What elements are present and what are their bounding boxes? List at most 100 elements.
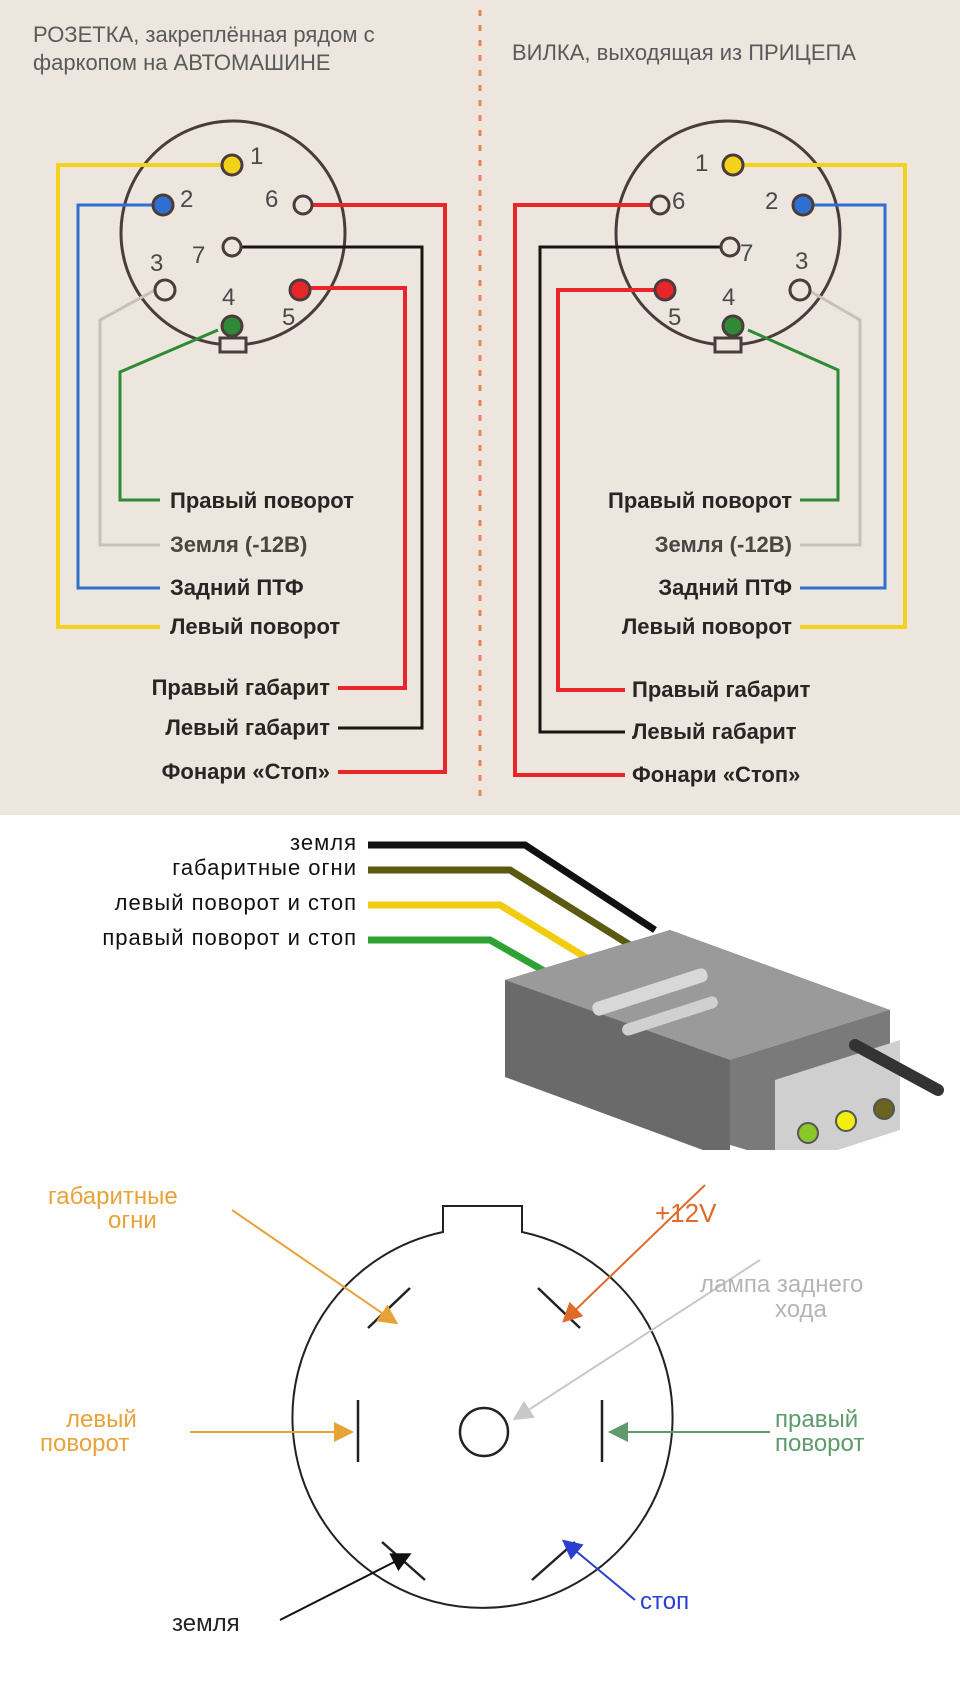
right-pin-1 [721, 153, 745, 177]
four-pin-connector-illustration [368, 841, 944, 1150]
pinout-photo-panel: РОЗЕТКА, закреплённая рядом с фаркопом н… [0, 0, 960, 815]
right-wire-red-6 [513, 203, 658, 777]
left-wire-yellow [56, 163, 228, 629]
right-wire-yellow [735, 163, 907, 629]
label-reverse-lamp-2: хода [775, 1296, 827, 1323]
right-label-left-turn: Левый поворот [621, 614, 792, 639]
left-label-right-turn: Правый поворот [170, 488, 354, 513]
left-pin-5 [288, 278, 312, 302]
left-pin-3 [153, 278, 177, 302]
wire-olive [368, 866, 632, 948]
right-wire-blue [800, 203, 887, 590]
connector-highlight-1 [592, 968, 708, 1016]
left-pin-6 [292, 194, 314, 216]
right-pin-num-1: 1 [695, 150, 709, 177]
right-pin-3 [788, 278, 812, 302]
label-left-turn-1: левый [66, 1406, 137, 1433]
connector-body-top [505, 930, 890, 1060]
left-pin-4 [220, 314, 244, 338]
right-label-left-marker: Левый габарит [632, 719, 797, 744]
label-left-turn-2: поворот [40, 1430, 130, 1457]
right-label-right-marker: Правый габарит [632, 677, 811, 702]
slot-lower-left [381, 1541, 426, 1581]
label-parking-lights-2: огни [108, 1207, 157, 1234]
socket-outline [291, 1205, 674, 1609]
right-pin-num-7: 7 [740, 240, 754, 267]
right-socket-outline [614, 119, 842, 347]
left-label-stop: Фонари «Стоп» [161, 759, 330, 784]
right-pin-num-2: 2 [765, 188, 779, 215]
left-header-line2: фаркопом на АВТОМАШИНЕ [33, 50, 331, 75]
slot-upper-right [537, 1287, 581, 1329]
right-label-rear-fog: Задний ПТФ [658, 575, 792, 600]
left-label-right-marker: Правый габарит [151, 675, 330, 700]
label-parking-lights-1: габаритные [48, 1183, 178, 1210]
right-wire-black [538, 245, 730, 734]
right-pin-num-6: 6 [672, 188, 686, 215]
connector-label-right-turn-stop: правый поворот и стоп [102, 925, 357, 950]
arrow-plus12 [562, 1184, 706, 1323]
left-pin-7 [221, 236, 243, 258]
right-pin-num-4: 4 [722, 284, 736, 311]
right-label-ground: Земля (-12В) [654, 532, 792, 557]
right-wire-green [747, 328, 840, 502]
left-pin-num-6: 6 [265, 186, 279, 213]
left-pin-num-3: 3 [150, 250, 164, 277]
left-wire-blue [76, 203, 160, 590]
pinout-wiring-diagram [56, 10, 907, 805]
right-wire-gray [800, 288, 862, 547]
label-stop: стоп [640, 1588, 690, 1615]
connector-label-ground: земля [290, 830, 357, 855]
left-pin-num-5: 5 [282, 304, 296, 331]
left-header-line1: РОЗЕТКА, закреплённая рядом с [33, 22, 375, 47]
connector-label-parking: габаритные огни [172, 855, 357, 880]
center-pin [458, 1406, 510, 1458]
left-pin-num-4: 4 [222, 284, 236, 311]
wire-black [368, 841, 657, 933]
arrow-reverse-lamp [512, 1259, 761, 1421]
left-label-ground: Земля (-12В) [170, 532, 308, 557]
right-pin-num-3: 3 [795, 248, 809, 275]
wire-green [368, 936, 562, 984]
left-socket-key [218, 336, 248, 354]
right-label-right-turn: Правый поворот [608, 488, 792, 513]
right-label-stop: Фонари «Стоп» [632, 762, 801, 787]
right-pin-num-5: 5 [668, 304, 682, 331]
arrow-ground [279, 1553, 412, 1621]
left-wire-green [118, 328, 219, 502]
pin-dot-green [797, 1122, 819, 1144]
label-right-turn-2: поворот [775, 1430, 865, 1457]
connector-highlight-2 [622, 996, 718, 1036]
left-wire-red-5 [300, 286, 407, 690]
label-plus12: +12V [655, 1198, 717, 1228]
label-ground: земля [172, 1610, 240, 1637]
connector-side-cable [849, 1039, 944, 1096]
left-pin-1 [220, 153, 244, 177]
left-pin-2 [151, 193, 175, 217]
left-wire-red-6 [305, 203, 447, 774]
pin-dot-yellow [835, 1110, 857, 1132]
right-pin-4 [721, 314, 745, 338]
right-pin-7 [719, 236, 741, 258]
left-label-left-turn: Левый поворот [170, 614, 341, 639]
right-socket-key [713, 336, 743, 354]
left-label-left-marker: Левый габарит [165, 715, 330, 740]
slot-lower-right [531, 1541, 576, 1581]
socket-face-diagram [190, 1184, 770, 1621]
left-wire-black [230, 245, 424, 730]
arrow-stop [561, 1539, 636, 1601]
label-right-turn-1: правый [775, 1406, 859, 1433]
right-pin-2 [791, 193, 815, 217]
arrow-parking-lights [231, 1209, 399, 1325]
connector-label-left-turn-stop: левый поворот и стоп [114, 890, 357, 915]
label-reverse-lamp-1: лампа заднего [700, 1271, 864, 1298]
right-pin-5 [653, 278, 677, 302]
right-wire-red-5 [556, 288, 665, 692]
left-pin-num-1: 1 [250, 143, 264, 170]
left-label-rear-fog: Задний ПТФ [170, 575, 304, 600]
pin-dot-olive [873, 1098, 895, 1120]
right-header: ВИЛКА, выходящая из ПРИЦЕПА [512, 40, 856, 65]
left-pin-num-7: 7 [192, 242, 206, 269]
left-wire-gray [98, 288, 160, 547]
wire-yellow [368, 901, 592, 963]
